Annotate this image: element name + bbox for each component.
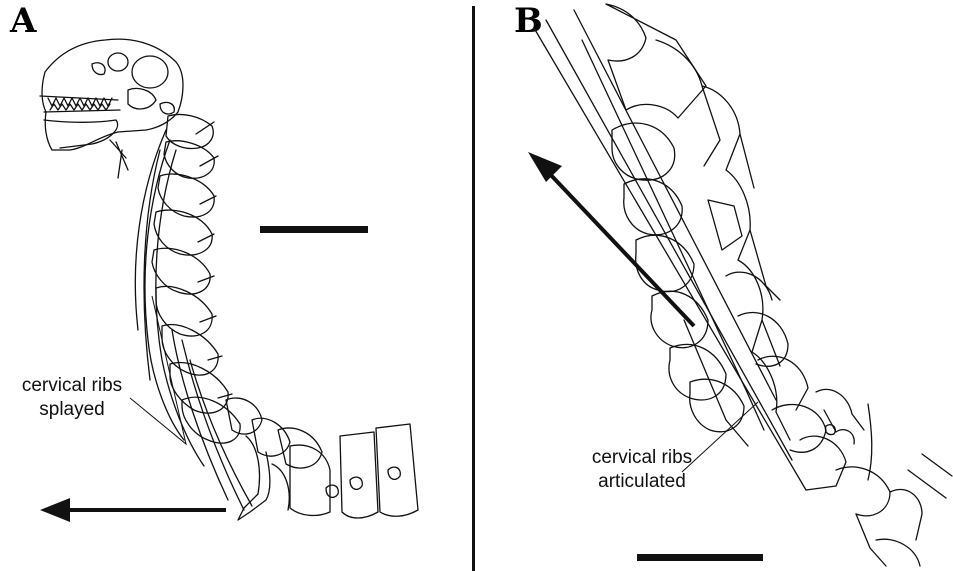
vertebrae-chain-a [152, 114, 418, 520]
callout-a-line1: cervical ribs [4, 374, 140, 398]
callout-b-line1: cervical ribs [572, 446, 712, 470]
panel-b-drawing [476, 0, 953, 571]
panel-a: A [0, 0, 472, 571]
cervical-ribs-splayed [135, 130, 252, 510]
skull [40, 39, 183, 178]
panel-divider [472, 6, 475, 571]
direction-arrow-a [40, 498, 226, 522]
panel-a-drawing [0, 0, 472, 571]
callout-label-b: cervical ribs articulated [572, 446, 712, 494]
scale-bar-b [637, 554, 763, 561]
callout-b-line2: articulated [572, 470, 712, 494]
callout-a-line2: splayed [4, 398, 140, 422]
cervical-ribs-articulated [534, 10, 806, 490]
scale-bar-a [260, 226, 368, 233]
callout-label-a: cervical ribs splayed [4, 374, 140, 422]
panel-b: B [476, 0, 953, 571]
